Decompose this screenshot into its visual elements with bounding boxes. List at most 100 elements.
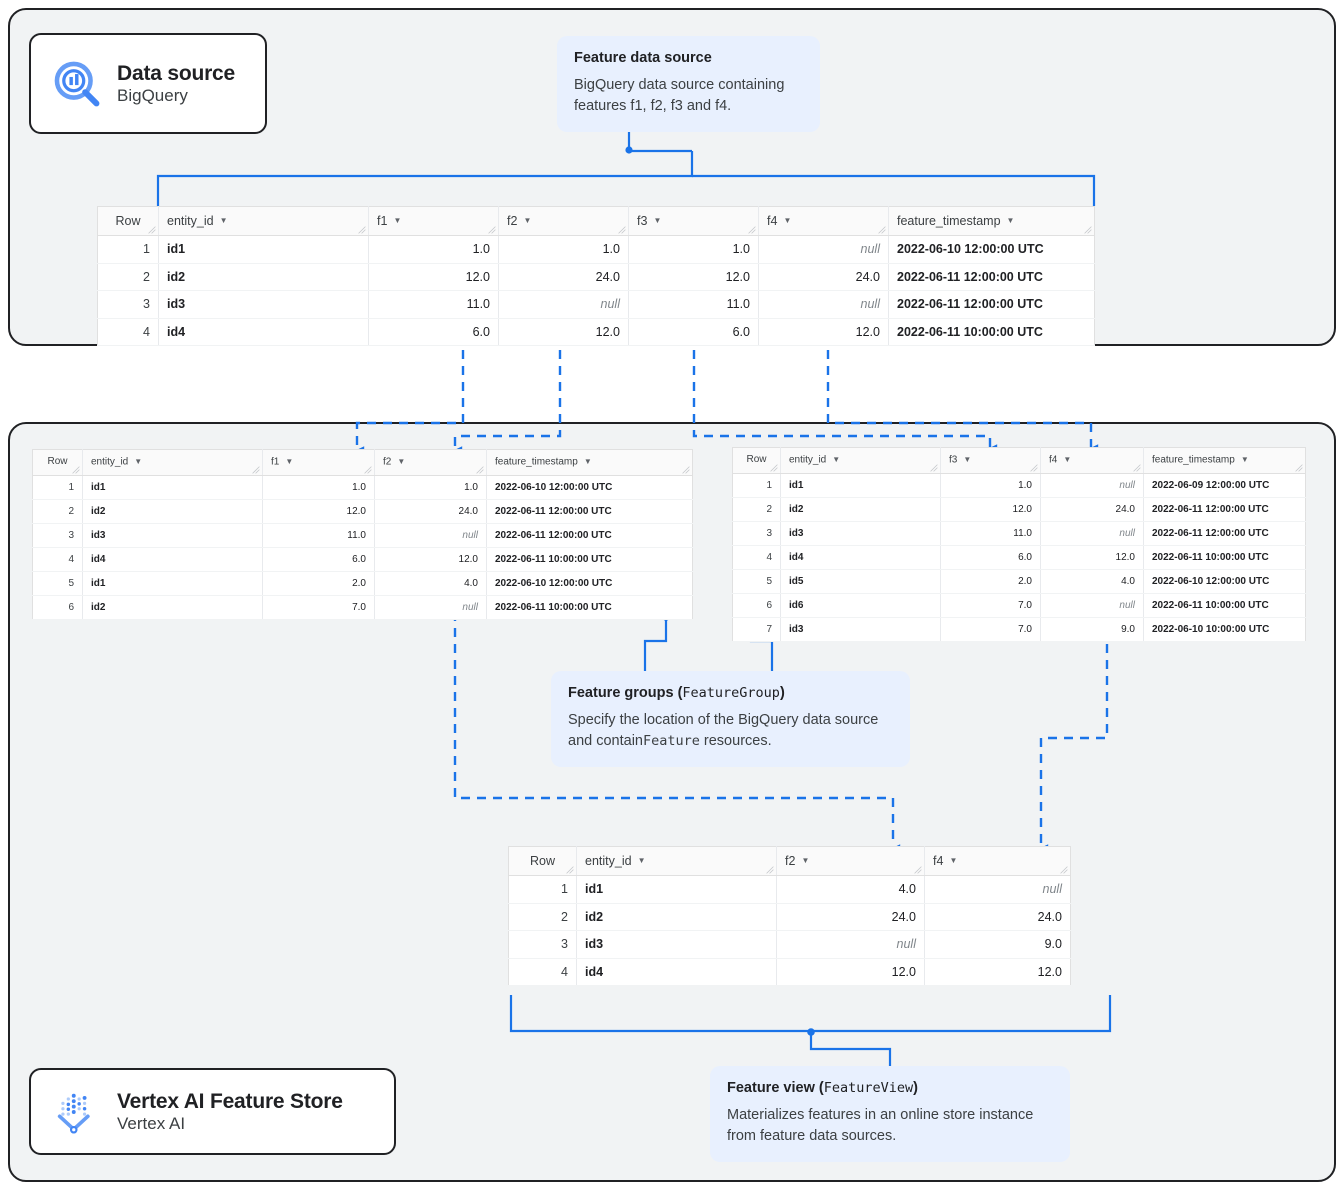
chevron-down-icon[interactable]: ▼	[801, 856, 810, 866]
callout-feature-data-source: Feature data source BigQuery data source…	[557, 36, 820, 132]
column-header-f3[interactable]: f3 ▼	[628, 206, 759, 236]
cell-feature_timestamp: 2022-06-11 10:00:00 UTC	[486, 595, 693, 620]
chevron-down-icon[interactable]: ▼	[1006, 216, 1015, 226]
chevron-down-icon[interactable]: ▼	[653, 216, 662, 226]
column-resize-grip[interactable]	[148, 226, 156, 234]
cell-feature_timestamp: 2022-06-10 12:00:00 UTC	[1143, 569, 1306, 594]
column-resize-grip[interactable]	[618, 226, 626, 234]
cell-f2: 12.0	[374, 547, 487, 572]
cell-entity_id: id2	[82, 595, 263, 620]
column-resize-grip[interactable]	[476, 465, 484, 474]
cell-feature_timestamp: 2022-06-11 12:00:00 UTC	[1143, 521, 1306, 546]
cell-f3: 6.0	[940, 545, 1041, 570]
chevron-down-icon[interactable]: ▼	[523, 216, 532, 226]
chevron-down-icon[interactable]: ▼	[285, 457, 294, 466]
chevron-down-icon[interactable]: ▼	[832, 455, 841, 464]
column-header-label: feature_timestamp	[1152, 454, 1235, 466]
cell-f2: null	[374, 595, 487, 620]
cell-f1: 12.0	[368, 263, 499, 291]
chevron-down-icon[interactable]: ▼	[219, 216, 228, 226]
column-header-feature_timestamp[interactable]: feature_timestamp▼	[888, 206, 1095, 236]
column-resize-grip[interactable]	[1030, 463, 1038, 472]
cell-Row: 7	[732, 617, 781, 642]
column-header-entity_id[interactable]: entity_id▼	[82, 449, 263, 476]
column-resize-grip[interactable]	[1060, 866, 1068, 874]
cell-f2: 4.0	[374, 571, 487, 596]
cell-f4: null	[1040, 521, 1144, 546]
chevron-down-icon[interactable]: ▼	[583, 457, 592, 466]
column-header-f2[interactable]: f2▼	[498, 206, 629, 236]
column-header-Row[interactable]: Row	[732, 447, 781, 474]
cell-f3: 2.0	[940, 569, 1041, 594]
cell-Row: 2	[508, 903, 577, 931]
null-value: null	[896, 937, 916, 951]
column-resize-grip[interactable]	[72, 465, 80, 474]
column-resize-grip[interactable]	[1295, 463, 1303, 472]
column-resize-grip[interactable]	[914, 866, 922, 874]
cell-entity_id: id4	[158, 318, 369, 346]
chevron-down-icon[interactable]: ▼	[397, 457, 406, 466]
cell-Row: 5	[732, 569, 781, 594]
column-header-entity_id[interactable]: entity_id ▼	[780, 447, 941, 474]
column-header-Row[interactable]: Row	[32, 449, 83, 476]
column-header-label: f3	[637, 213, 648, 228]
column-header-feature_timestamp[interactable]: feature_timestamp▼	[486, 449, 693, 476]
column-header-label: Row	[115, 214, 141, 228]
column-header-entity_id[interactable]: entity_id▼	[576, 846, 777, 876]
callout-title-text: Feature view (	[727, 1080, 824, 1096]
column-resize-grip[interactable]	[364, 465, 372, 474]
column-header-f2[interactable]: f2▼	[776, 846, 925, 876]
column-header-f2[interactable]: f2▼	[374, 449, 487, 476]
column-resize-grip[interactable]	[682, 465, 690, 474]
cell-f4: 24.0	[1040, 497, 1144, 522]
column-header-f4[interactable]: f4▼	[1040, 447, 1144, 474]
column-resize-grip[interactable]	[878, 226, 886, 234]
chevron-down-icon[interactable]: ▼	[1240, 455, 1249, 464]
column-header-Row[interactable]: Row	[508, 846, 577, 876]
column-resize-grip[interactable]	[252, 465, 260, 474]
column-header-Row[interactable]: Row	[97, 206, 159, 236]
cell-f4: 24.0	[758, 263, 889, 291]
null-value: null	[462, 529, 478, 541]
chevron-down-icon[interactable]: ▼	[783, 216, 792, 226]
column-header-f3[interactable]: f3 ▼	[940, 447, 1041, 474]
column-resize-grip[interactable]	[1084, 226, 1092, 234]
column-header-label: entity_id	[789, 454, 827, 466]
column-resize-grip[interactable]	[748, 226, 756, 234]
column-header-f1[interactable]: f1▼	[368, 206, 499, 236]
cell-f2: null	[776, 930, 925, 959]
column-resize-grip[interactable]	[488, 226, 496, 234]
cell-entity_id: id3	[780, 521, 941, 546]
cell-entity_id: id6	[780, 593, 941, 618]
column-header-entity_id[interactable]: entity_id▼	[158, 206, 369, 236]
chevron-down-icon[interactable]: ▼	[134, 457, 143, 466]
cell-entity_id: id2	[82, 499, 263, 524]
chevron-down-icon[interactable]: ▼	[949, 856, 958, 866]
cell-f2: 24.0	[498, 263, 629, 291]
chevron-down-icon[interactable]: ▼	[637, 856, 646, 866]
callout-feature-view: Feature view (FeatureView) Materializes …	[710, 1066, 1070, 1162]
column-header-f4[interactable]: f4▼	[924, 846, 1071, 876]
chevron-down-icon[interactable]: ▼	[393, 216, 402, 226]
chevron-down-icon[interactable]: ▼	[963, 455, 972, 464]
column-header-f1[interactable]: f1▼	[262, 449, 375, 476]
column-resize-grip[interactable]	[566, 866, 574, 874]
cell-f4: null	[1040, 473, 1144, 498]
column-header-feature_timestamp[interactable]: feature_timestamp ▼	[1143, 447, 1306, 474]
column-resize-grip[interactable]	[766, 866, 774, 874]
column-resize-grip[interactable]	[1133, 463, 1141, 472]
column-resize-grip[interactable]	[358, 226, 366, 234]
column-header-f4[interactable]: f4▼	[758, 206, 889, 236]
column-resize-grip[interactable]	[930, 463, 938, 472]
column-resize-grip[interactable]	[770, 463, 778, 472]
cell-feature_timestamp: 2022-06-11 10:00:00 UTC	[888, 318, 1095, 346]
chevron-down-icon[interactable]: ▼	[1063, 455, 1072, 464]
column-header-label: f3	[949, 454, 958, 466]
